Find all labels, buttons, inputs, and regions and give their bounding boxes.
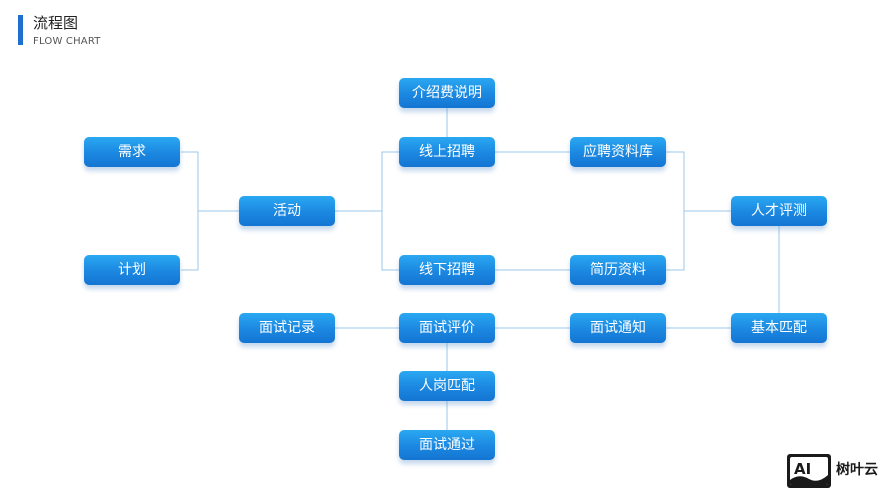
node-pingjia: 面试评价	[399, 313, 495, 343]
brand-name: 树叶云	[836, 462, 878, 478]
brand-logo-inner: AI	[790, 457, 828, 485]
node-rencai: 人才评测	[731, 196, 827, 226]
node-jilu: 面试记录	[239, 313, 335, 343]
connector-resume-bracket	[666, 151, 685, 271]
node-yingpin: 应聘资料库	[570, 137, 666, 167]
node-xuqiu: 需求	[84, 137, 180, 167]
node-tongzhi: 面试通知	[570, 313, 666, 343]
node-xianxia: 线下招聘	[399, 255, 495, 285]
leaf-wave-icon	[790, 475, 828, 485]
connector-online-offline-bracket	[381, 151, 399, 271]
node-tongguo: 面试通过	[399, 430, 495, 460]
node-xianshang: 线上招聘	[399, 137, 495, 167]
page-subtitle: FLOW CHART	[33, 36, 101, 47]
title-accent-bar	[18, 15, 23, 45]
node-jianli: 简历资料	[570, 255, 666, 285]
brand-logo: AI	[787, 454, 831, 488]
node-jihua: 计划	[84, 255, 180, 285]
page-title: 流程图	[33, 14, 79, 32]
node-rengang: 人岗匹配	[399, 371, 495, 401]
connector-xuqiu-jihua-bracket	[181, 151, 199, 271]
node-jiben: 基本匹配	[731, 313, 827, 343]
node-huodong: 活动	[239, 196, 335, 226]
node-jieshao: 介绍费说明	[399, 78, 495, 108]
brand-logo-text: AI	[794, 460, 812, 478]
